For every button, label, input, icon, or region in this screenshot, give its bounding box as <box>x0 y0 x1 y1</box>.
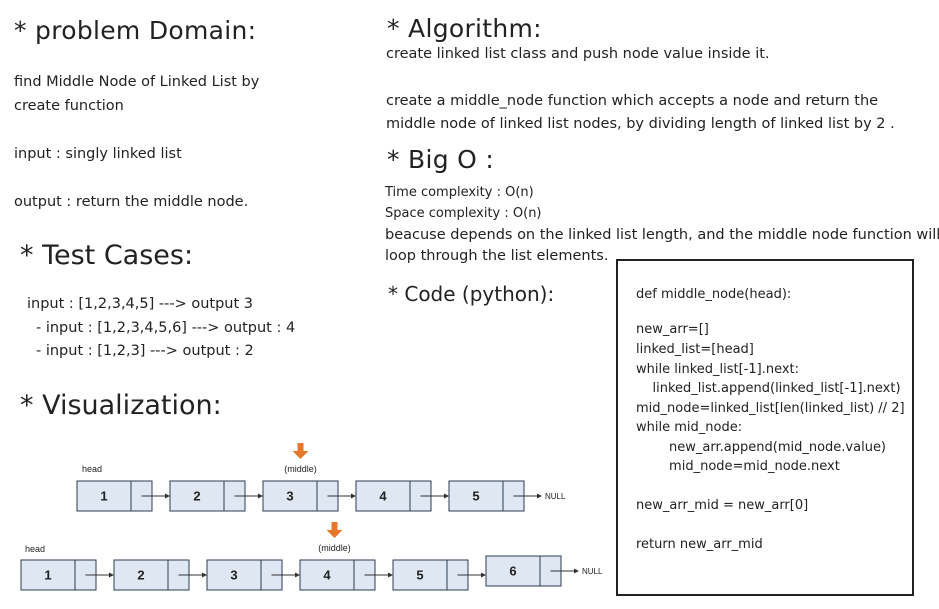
test-cases-heading: * Test Cases: <box>20 240 194 271</box>
null-label: NULL <box>545 492 566 501</box>
null-label: NULL <box>582 567 603 576</box>
code-line: new_arr=[] <box>636 322 709 337</box>
head-label: head <box>25 544 45 554</box>
node-box <box>76 480 153 512</box>
problem-input: input : singly linked list <box>14 146 182 162</box>
head-label: head <box>82 464 102 474</box>
visualization-heading: * Visualization: <box>20 390 222 421</box>
algorithm-line-1: create linked list class and push node v… <box>386 46 770 62</box>
test-case-1: input : [1,2,3,4,5] ---> output 3 <box>27 296 254 312</box>
arrow-head <box>444 493 449 499</box>
node-value: 5 <box>472 489 479 504</box>
test-case-2: - input : [1,2,3,4,5,6] ---> output : 4 <box>36 320 296 336</box>
node-value: 2 <box>193 489 200 504</box>
algorithm-line-3: middle node of linked list nodes, by div… <box>386 116 895 132</box>
node-value: 5 <box>416 568 423 583</box>
node-value: 3 <box>230 568 237 583</box>
middle-arrow-icon <box>326 530 343 538</box>
algorithm-heading: * Algorithm: <box>387 14 542 43</box>
linked-list-1: head 1 2 3 4 5 NULL (middle) <box>76 443 566 512</box>
problem-description-line-1: find Middle Node of Linked List by <box>14 74 260 90</box>
arrow-head <box>351 493 356 499</box>
node-value: 1 <box>100 489 107 504</box>
middle-arrow-icon <box>292 451 309 459</box>
arrow-head <box>165 493 170 499</box>
middle-label: (middle) <box>284 464 317 474</box>
code-line: linked_list.append(linked_list[-1].next) <box>636 381 901 396</box>
node-value: 4 <box>379 489 387 504</box>
code-line: linked_list=[head] <box>636 342 754 357</box>
node-box <box>262 480 339 512</box>
code-line: mid_node=mid_node.next <box>636 459 840 474</box>
arrow-head <box>388 572 393 578</box>
arrow-head <box>295 572 300 578</box>
code-block: def middle_node(head): new_arr=[] linked… <box>616 259 914 596</box>
arrow-head <box>537 493 542 499</box>
node-value: 2 <box>137 568 144 583</box>
code-line: def middle_node(head): <box>636 287 792 302</box>
node-box <box>392 559 469 591</box>
node-box <box>485 555 562 587</box>
complexity-reason-line-1: beacuse depends on the linked list lengt… <box>385 227 939 243</box>
middle-label: (middle) <box>318 543 351 553</box>
test-case-3: - input : [1,2,3] ---> output : 2 <box>36 343 254 359</box>
node-value: 1 <box>44 568 51 583</box>
arrow-head <box>258 493 263 499</box>
node-box <box>206 559 283 591</box>
code-heading: * Code (python): <box>388 282 555 306</box>
node-box <box>169 480 246 512</box>
code-line: mid_node=linked_list[len(linked_list) //… <box>636 401 905 416</box>
node-value: 6 <box>509 564 516 579</box>
node-value: 4 <box>323 568 331 583</box>
code-line: new_arr.append(mid_node.value) <box>636 440 887 455</box>
middle-arrow-icon <box>297 443 304 451</box>
node-box <box>299 559 376 591</box>
code-line: return new_arr_mid <box>636 537 763 552</box>
algorithm-line-2: create a middle_node function which acce… <box>386 93 879 109</box>
linked-list-2: head 1 2 3 4 5 6 NULL (middle) <box>20 522 603 591</box>
arrow-head <box>109 572 114 578</box>
big-o-heading: * Big O : <box>387 145 495 174</box>
problem-output: output : return the middle node. <box>14 194 249 210</box>
code-line: while mid_node: <box>636 420 743 435</box>
node-box <box>113 559 190 591</box>
node-value: 3 <box>286 489 293 504</box>
problem-description-line-2: create function <box>14 98 124 114</box>
problem-domain-heading: * problem Domain: <box>14 16 257 45</box>
node-box <box>355 480 432 512</box>
arrow-head <box>202 572 207 578</box>
code-line: while linked_list[-1].next: <box>636 362 800 377</box>
code-line: new_arr_mid = new_arr[0] <box>636 498 809 513</box>
space-complexity: Space complexity : O(n) <box>385 206 542 221</box>
arrow-head <box>481 572 486 578</box>
middle-arrow-icon <box>331 522 338 530</box>
complexity-reason-line-2: loop through the list elements. <box>385 248 609 264</box>
node-box <box>20 559 97 591</box>
time-complexity: Time complexity : O(n) <box>385 185 534 200</box>
node-box <box>448 480 525 512</box>
arrow-head <box>574 568 579 574</box>
